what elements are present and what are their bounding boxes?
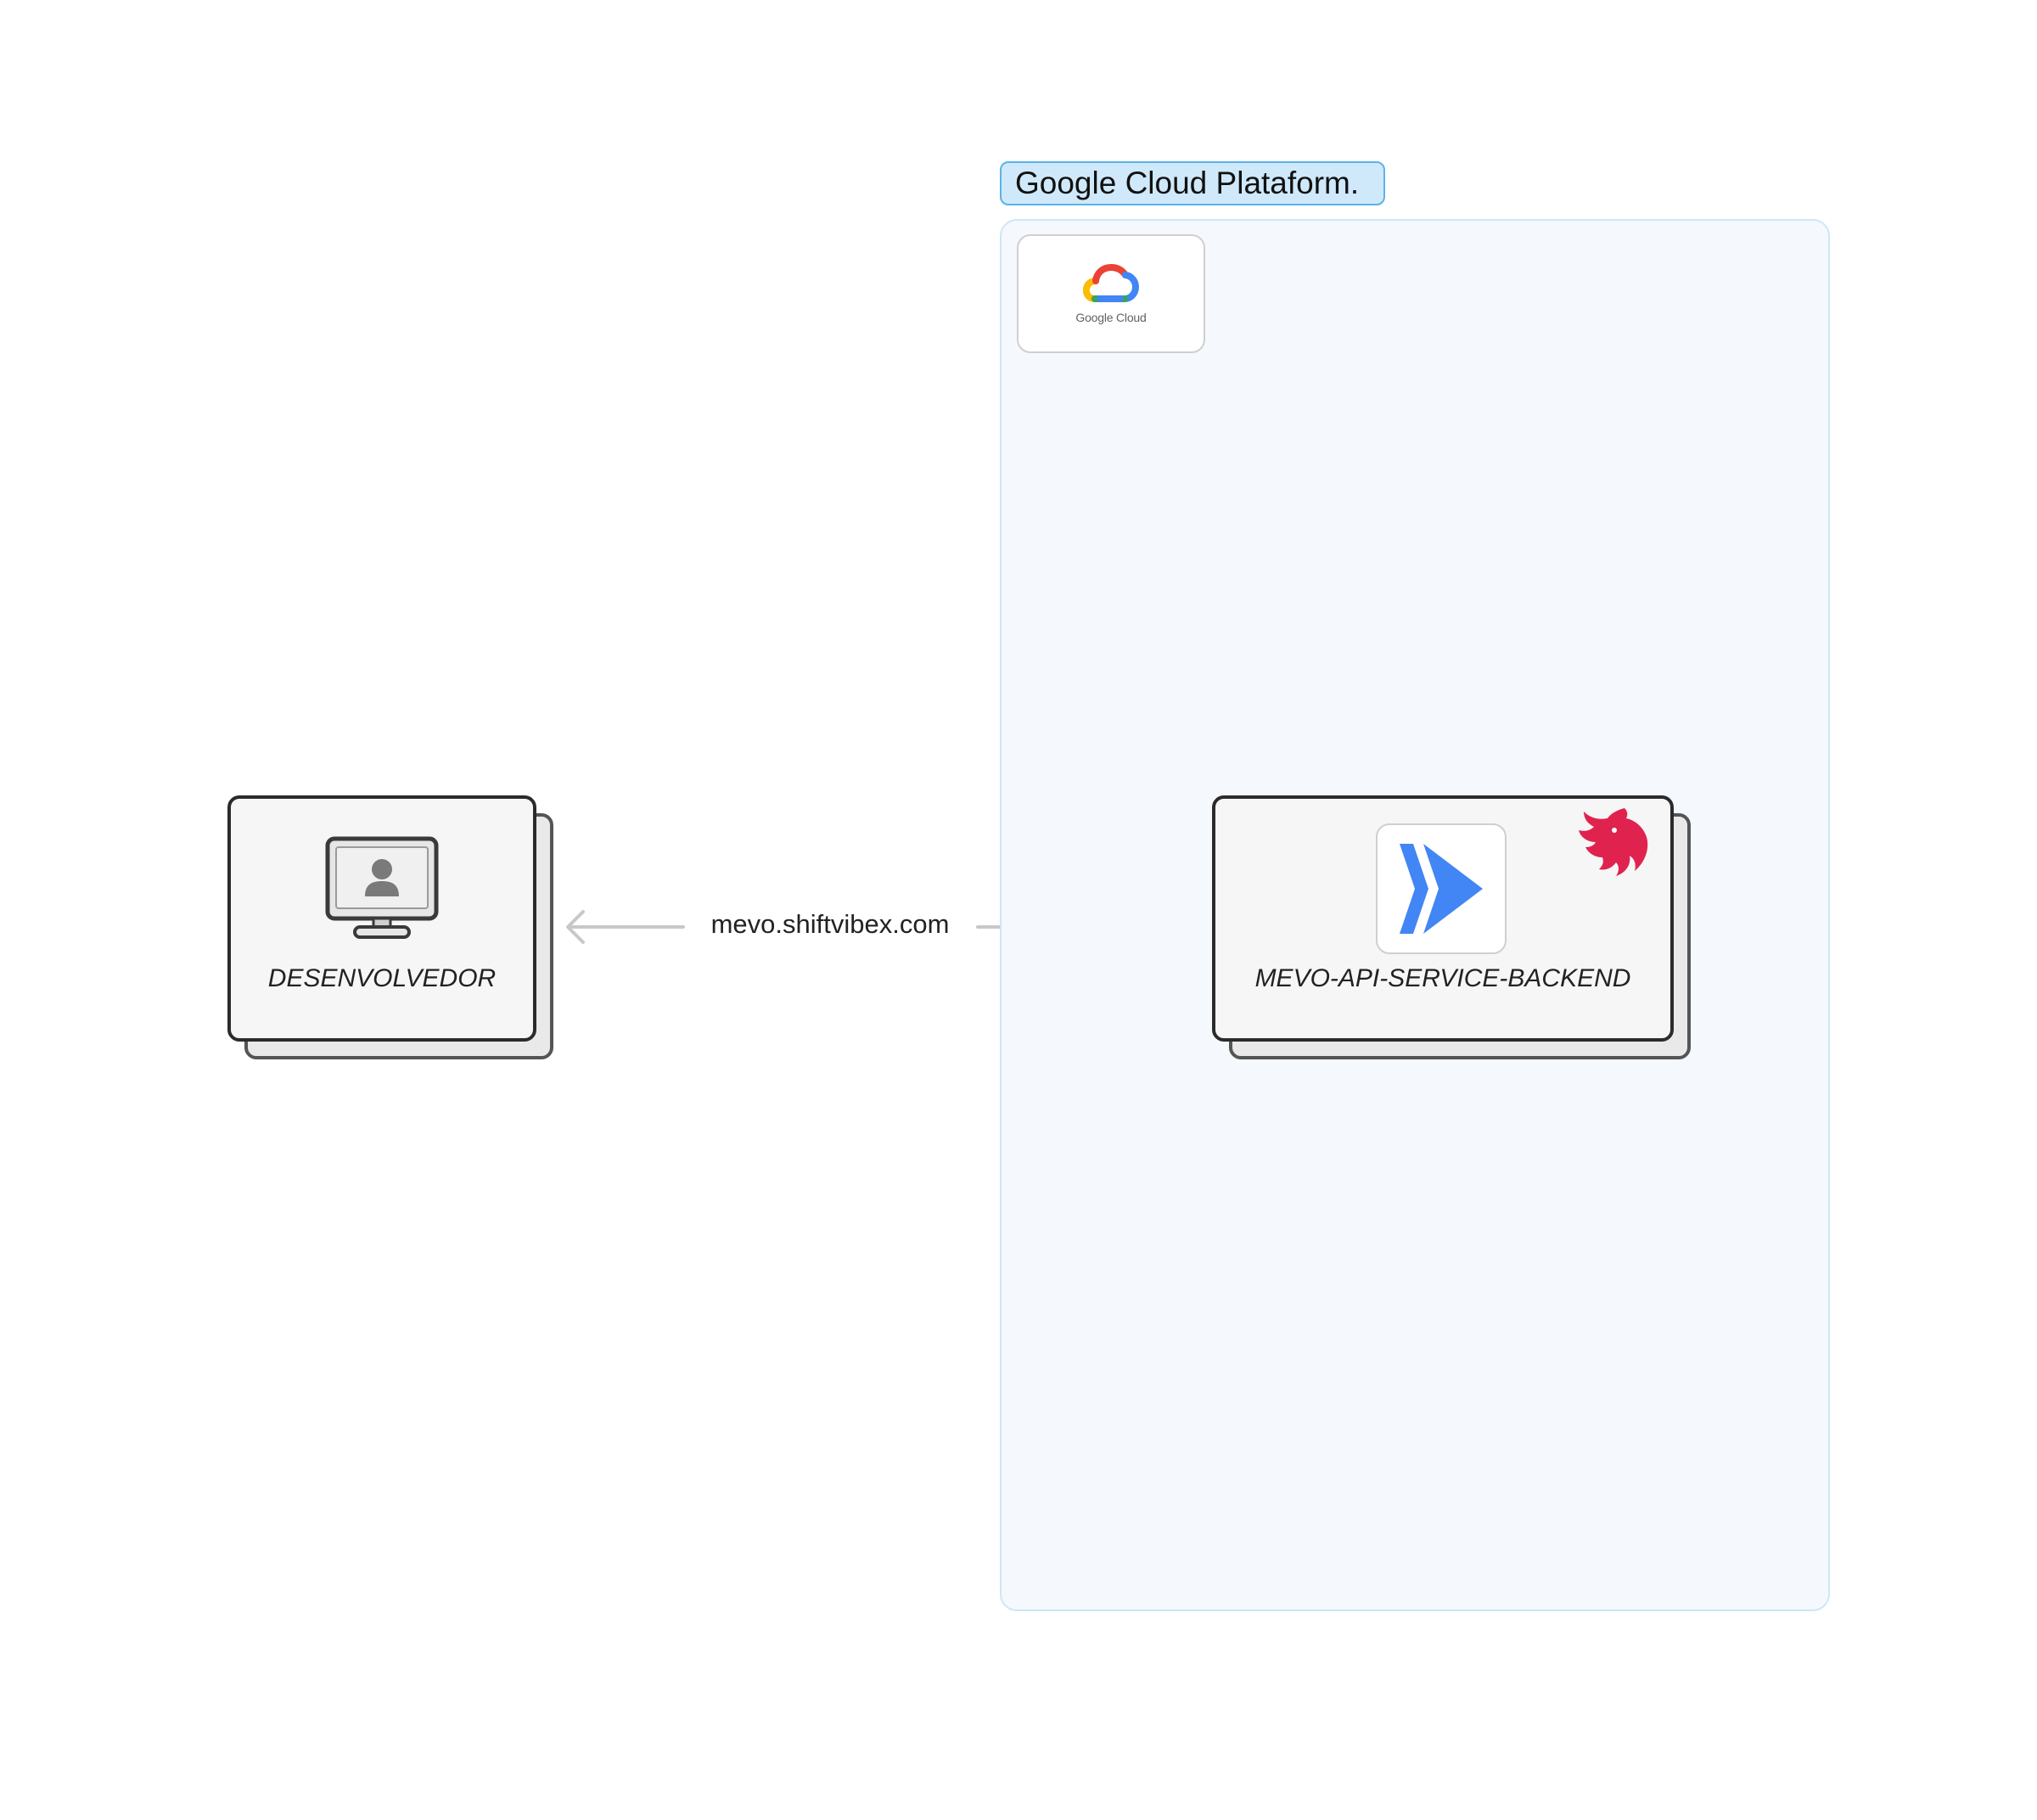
cloud-run-tile (1376, 823, 1507, 954)
desktop-user-icon (325, 836, 439, 939)
developer-node[interactable] (227, 795, 536, 1042)
arrowhead-left-icon (566, 910, 585, 944)
google-cloud-icon (1083, 263, 1139, 302)
api-service-node-label: MEVO-API-SERVICE-BACKEND (1254, 964, 1631, 992)
group-title[interactable]: Google Cloud Plataform. (1000, 161, 1385, 205)
cloud-run-icon (1400, 844, 1483, 934)
developer-node-label: DESENVOLVEDOR (267, 964, 497, 992)
google-cloud-logo-text: Google Cloud (1075, 311, 1147, 324)
google-cloud-logo: Google Cloud (1017, 234, 1205, 353)
connection-label: mevo.shiftvibex.com (710, 909, 950, 939)
nestjs-icon (1579, 808, 1648, 876)
